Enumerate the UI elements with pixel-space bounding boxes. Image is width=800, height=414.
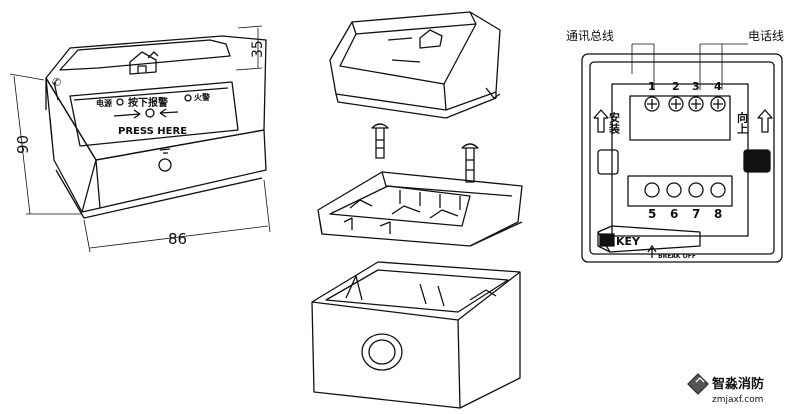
terminal-8: 8: [714, 207, 722, 221]
terminal-6: 6: [670, 207, 678, 221]
phone-jack-icon: ✆: [52, 76, 61, 89]
press-label-cn: 按下报警: [128, 96, 168, 109]
terminal-5: 5: [648, 207, 656, 221]
terminal-2: 2: [672, 80, 680, 93]
side-text-up: 向上: [736, 111, 749, 134]
device-face-labels: ✆ 电源 按下报警 火警 PRESS HERE: [52, 76, 210, 137]
indicator-power-label: 电源: [96, 98, 112, 108]
watermark-logo-icon: [687, 373, 709, 395]
key-label: KEY: [616, 235, 641, 248]
assembled-device-drawing: [9, 25, 271, 253]
exploded-view-drawing: [311, 11, 523, 409]
terminal-3: 3: [692, 80, 700, 93]
terminal-panel-drawing: [581, 43, 783, 263]
dimension-labels: 35 90 86: [14, 40, 266, 248]
terminal-7: 7: [692, 207, 700, 221]
dim-height-label: 35: [250, 40, 266, 58]
watermark-name: 智淼消防: [712, 376, 764, 392]
press-label-en: PRESS HERE: [118, 126, 187, 137]
watermark: 智淼消防 zmjaxf.com: [712, 376, 764, 405]
side-text-install: 安装: [608, 111, 622, 135]
bus-label: 通讯总线: [566, 29, 614, 43]
dim-width-label: 86: [168, 230, 187, 248]
watermark-url: zmjaxf.com: [712, 395, 763, 405]
terminal-4: 4: [714, 80, 722, 93]
indicator-fire-label: 火警: [194, 92, 210, 102]
dim-depth-label: 90: [14, 135, 32, 154]
terminal-1: 1: [648, 80, 656, 93]
break-off-label: BREAK OFF: [658, 253, 696, 260]
phone-line-label: 电话线: [748, 29, 784, 43]
terminal-panel-labels: 通讯总线 电话线 1 2 3 4 5 6 7 8 安装 向上 KEY BREAK…: [566, 29, 784, 260]
